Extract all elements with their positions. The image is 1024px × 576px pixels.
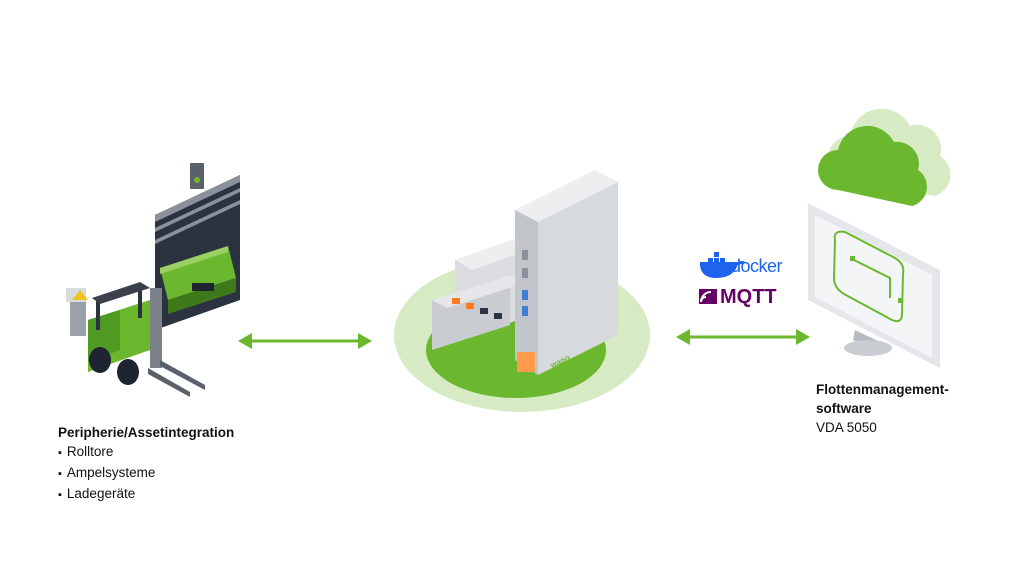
edge-controller-illustration: wago [515,170,618,375]
docker-whale-icon [700,252,745,278]
forklift-illustration [66,282,205,397]
monitor-illustration [808,203,940,368]
cloud-icon [818,108,951,206]
mqtt-signal-icon [699,289,717,304]
fleet-management-title-line1: Flottenmanagement- [816,382,949,397]
list-item: Rolltore [58,442,234,463]
list-item: Ladegeräte [58,484,234,505]
peripherals-list: Rolltore Ampelsysteme Ladegeräte [58,442,234,505]
docker-logo-text: docker [731,256,783,276]
list-item-label: Ladegeräte [66,486,136,501]
charging-station-illustration [160,246,236,314]
fleet-management-title-line2: software [816,401,872,416]
list-item: Ampelsysteme [58,463,234,484]
list-item-label: Rolltore [66,444,114,459]
bidirectional-arrow-left [238,333,372,349]
io-module-illustration [432,238,535,350]
bidirectional-arrow-right [676,329,810,345]
list-item-label: Ampelsysteme [66,465,156,480]
mqtt-logo-text: MQTT [720,286,777,308]
peripherals-title: Peripherie/Assetintegration [58,425,235,440]
fleet-management-label-block: Flottenmanagement- software VDA 5050 [816,380,949,437]
peripherals-label-block: Peripherie/Assetintegration Rolltore Amp… [58,423,234,505]
fleet-management-subtitle: VDA 5050 [816,420,877,435]
